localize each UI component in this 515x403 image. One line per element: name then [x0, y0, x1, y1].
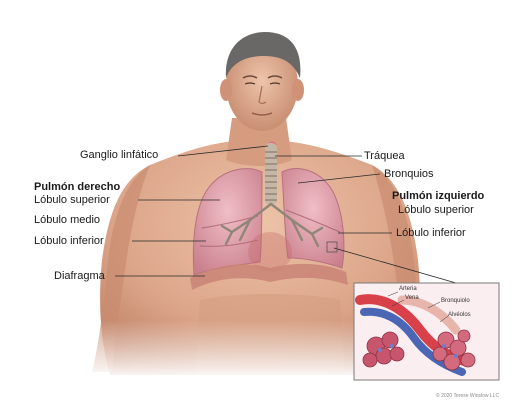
label-lobulo-inferior-izquierdo: Lóbulo inferior — [396, 227, 466, 239]
inset-label-arteria: Arteria — [399, 286, 417, 293]
inset-label-vena: Vena — [405, 295, 419, 302]
label-lobulo-medio: Lóbulo medio — [34, 214, 100, 226]
alveoli-inset — [354, 283, 499, 380]
ear-right — [220, 79, 232, 101]
label-traquea: Tráquea — [364, 150, 405, 162]
label-lobulo-inferior-derecho: Lóbulo inferior — [34, 235, 104, 247]
label-ganglio-linfatico: Ganglio linfático — [80, 149, 158, 161]
label-bronquios: Bronquios — [384, 168, 434, 180]
inset-label-bronquiolo: Bronquiolo — [441, 298, 470, 305]
label-lobulo-superior-derecho: Lóbulo superior — [34, 194, 110, 206]
label-diafragma: Diafragma — [54, 270, 105, 282]
label-lobulo-superior-izquierdo: Lóbulo superior — [398, 204, 474, 216]
label-pulmon-izquierdo: Pulmón izquierdo — [392, 190, 484, 202]
label-pulmon-derecho: Pulmón derecho — [34, 181, 120, 193]
ear-left — [292, 79, 304, 101]
copyright-credit: © 2020 Terese Winslow LLC — [436, 393, 499, 399]
trachea — [265, 143, 277, 205]
inset-label-alveolos: Alvéolos — [448, 312, 471, 319]
